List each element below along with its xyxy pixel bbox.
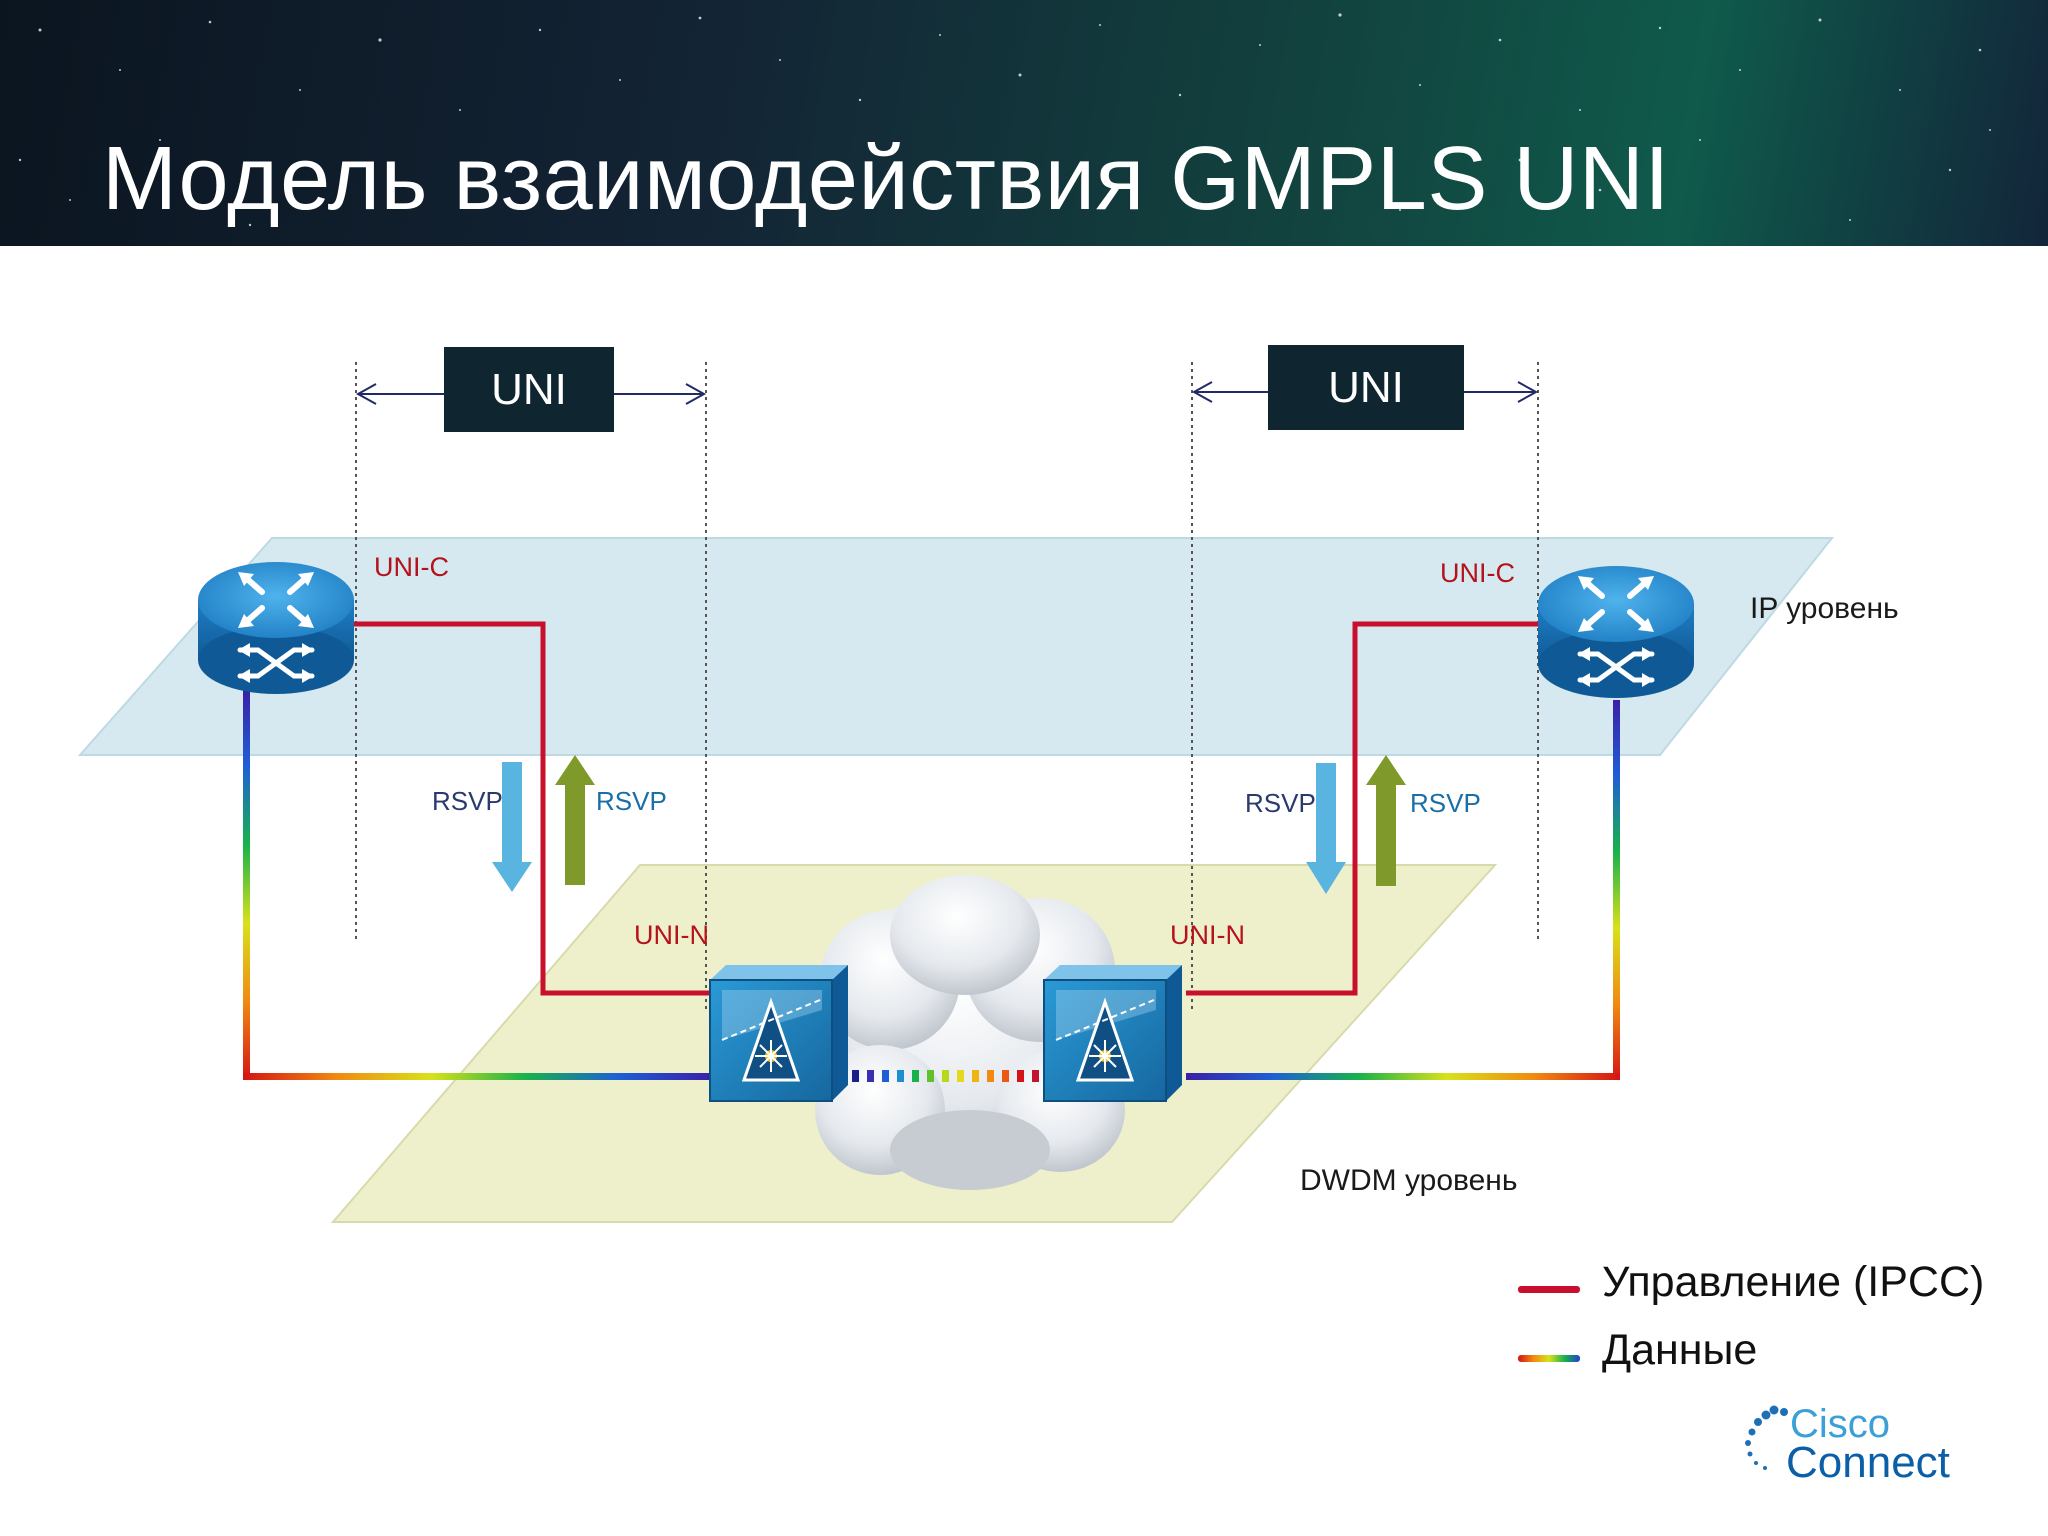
optical-switch-icon	[709, 965, 848, 1102]
dwdm-level-label: DWDM уровень	[1300, 1164, 1518, 1197]
rsvp-label: RSVP	[432, 786, 503, 816]
rsvp-label: RSVP	[1245, 788, 1316, 818]
ip-level-label: IP уровень	[1750, 592, 1899, 625]
rsvp-down-arrow	[1306, 763, 1346, 894]
legend-data-swatch	[1518, 1355, 1580, 1362]
uni-label-box: UNI	[1268, 345, 1464, 430]
rsvp-label: RSVP	[1410, 788, 1481, 818]
uni-c-label: UNI-C	[374, 552, 449, 582]
brand-cisco-text: Cisco	[1790, 1402, 1891, 1446]
page-title: Модель взаимодействия GMPLS UNI	[102, 129, 1670, 229]
data-path	[243, 1073, 713, 1080]
uni-n-label: UNI-N	[634, 920, 709, 950]
brand-connect-text: Connect	[1786, 1438, 1950, 1487]
starfield-background	[18, 13, 1991, 227]
optical-link	[852, 1070, 1039, 1082]
uni-c-label: UNI-C	[1440, 558, 1515, 588]
title-banner: Модель взаимодействия GMPLS UNI	[0, 0, 2048, 246]
cisco-connect-logo-mark	[1745, 1405, 1788, 1470]
uni-n-label: UNI-N	[1170, 920, 1245, 950]
legend-control-label: Управление (IPCC)	[1602, 1258, 1985, 1306]
router-icon	[1538, 566, 1694, 698]
rsvp-down-arrow	[492, 762, 532, 892]
router-icon	[198, 562, 354, 694]
rsvp-label: RSVP	[596, 786, 667, 816]
rsvp-up-arrow	[1366, 755, 1406, 886]
data-path	[1186, 1073, 1620, 1080]
ip-plane	[77, 537, 1835, 756]
optical-switch-icon	[1043, 965, 1182, 1102]
control-path	[352, 621, 712, 996]
optical-cloud	[815, 875, 1125, 1190]
legend-control-swatch	[1518, 1286, 1580, 1293]
uni-label-box: UNI	[444, 347, 614, 432]
control-path	[1186, 621, 1538, 996]
legend-data-label: Данные	[1602, 1326, 1758, 1374]
rsvp-up-arrow	[555, 755, 595, 885]
data-path	[1613, 700, 1620, 1080]
data-path	[243, 688, 250, 1080]
